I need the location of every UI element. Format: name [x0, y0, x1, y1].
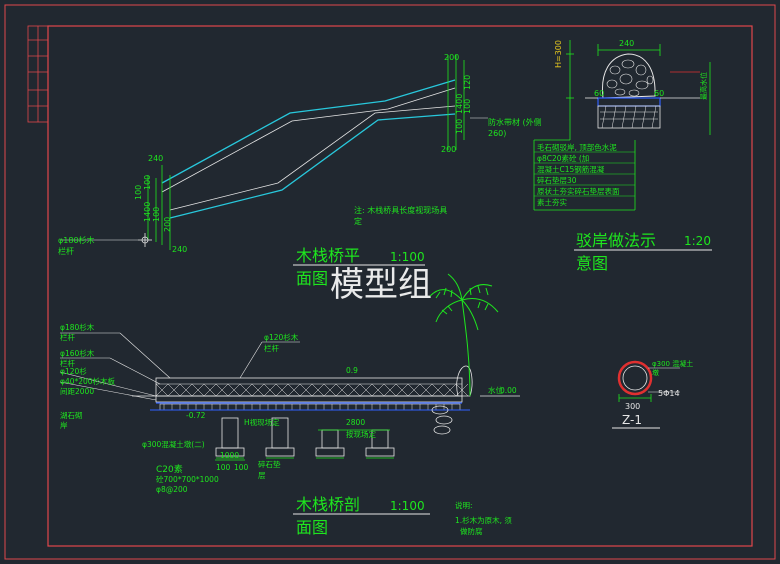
revetment-dim-top: 240	[619, 39, 634, 48]
section-label-water: 水位	[488, 385, 503, 395]
plan-rail-outer	[161, 79, 456, 184]
plan-title-b: 面图	[296, 269, 328, 288]
plan-dim-1400b: 1400	[143, 202, 152, 222]
section-label-4: φ120杉	[60, 366, 87, 376]
section-dim-elev: -0.72	[186, 411, 206, 420]
section-label-h: H视现场定	[244, 417, 280, 427]
section-view: φ180杉木 栏杆 φ160杉木 栏杆 φ120杉 φ40*200杉木板 间距2…	[59, 273, 520, 537]
section-note-1: 做防腐	[460, 526, 483, 536]
section-label-c20b: 砼700*700*1000	[156, 474, 219, 484]
detail-dim-5014: 5Φ14	[658, 389, 680, 398]
section-dim-1000: 1000	[220, 451, 239, 460]
revetment-view: 240 H=300 60 60 最高水位 毛石砌驳岸, 顶部色水泥 φ8C20素…	[533, 39, 712, 273]
revetment-title-a: 驳岸做法示	[576, 231, 656, 250]
revetment-dim-60a: 60	[594, 89, 604, 98]
detail-label2: 墩	[652, 368, 659, 377]
outer-frame	[4, 4, 776, 560]
section-label-water-val: 0.00	[500, 386, 517, 395]
palm-tree	[429, 273, 499, 397]
section-title-a: 木栈桥剖	[296, 495, 360, 514]
section-label-c20c: φ8@200	[156, 485, 188, 494]
section-deck	[155, 395, 463, 403]
plan-label-edge: 防水带材 (外侧	[488, 117, 542, 127]
section-label-1: 栏杆	[60, 332, 75, 342]
section-label-8: 岸	[60, 421, 68, 430]
section-label-stone2: 层	[258, 471, 266, 480]
revetment-title-b: 意图	[576, 254, 608, 273]
section-dim-2800: 2800	[346, 418, 365, 427]
revetment-note-0: 毛石砌驳岸, 顶部色水泥	[537, 142, 617, 152]
revetment-note-2: 混凝土C15钢筋混凝	[537, 164, 605, 174]
pier-ring	[617, 360, 653, 396]
inner-frame	[47, 25, 753, 547]
plan-dim-200b: 200	[441, 145, 456, 154]
section-label-stone: 碎石垫	[258, 459, 281, 469]
section-label-3: 栏杆	[60, 358, 75, 368]
watermark: 模型组	[330, 265, 432, 305]
plan-scale: 1:100	[390, 250, 425, 264]
plan-dim-100a: 100	[463, 99, 472, 114]
section-dim-100a: 100	[216, 463, 231, 472]
section-label-7: 湖石砌	[60, 411, 83, 420]
section-label-2: φ160杉木	[60, 348, 95, 358]
plan-note: 注: 木栈桥具长度视现场具	[354, 205, 447, 215]
revetment-dim-right: 最高水位	[699, 72, 708, 100]
plan-dim-100d: 100	[143, 175, 152, 190]
pier-detail: φ300 混凝土 墩 300 5Φ14 Z-1	[612, 359, 693, 429]
section-notes-title: 说明:	[455, 500, 473, 510]
section-scale: 1:100	[390, 499, 425, 513]
plan-label-post: φ180杉木	[58, 235, 95, 245]
plan-dim-100b: 100	[455, 119, 464, 134]
section-label-top2: 栏杆	[264, 343, 279, 353]
section-label-5: φ40*200杉木板	[60, 376, 116, 386]
detail-title: Z-1	[622, 413, 642, 427]
section-dim-100b: 100	[234, 463, 249, 472]
revetment-note-5: 素土夯实	[537, 197, 567, 207]
section-label-0: φ180杉木	[60, 322, 95, 332]
revetment-note-3: 碎石垫层30	[537, 175, 577, 185]
plan-dim-200a: 200	[444, 53, 459, 62]
plan-dim-120: 120	[463, 75, 472, 90]
plan-dim-1400a: 1400	[455, 94, 464, 114]
section-railing	[155, 377, 463, 397]
plan-title-a: 木栈桥平	[296, 246, 360, 265]
detail-label: φ300 混凝土	[652, 359, 693, 368]
revetment-scale: 1:20	[684, 234, 711, 248]
plan-dim-240b: 240	[172, 245, 187, 254]
plan-rail-inner	[169, 113, 456, 219]
revetment-note-1: φ8C20素砼 (加	[537, 153, 589, 163]
plan-dim-100e: 100	[152, 207, 161, 222]
revetment-stone-outline	[601, 53, 656, 99]
revetment-beam	[597, 97, 661, 107]
section-title-b: 面图	[296, 518, 328, 537]
plan-view: 200 120 1400 100 100 200 240 100 100 140…	[58, 53, 542, 288]
section-label-base: φ300混凝土墩(二)	[142, 439, 205, 449]
title-block-strip	[27, 25, 49, 123]
plan-dim-100c: 100	[134, 185, 143, 200]
revetment-dim-h: H=300	[554, 40, 563, 68]
plan-rail-outer-2	[161, 87, 456, 193]
section-label-mid: 按现场定	[346, 429, 376, 439]
section-label-tree: 0.9	[346, 366, 358, 375]
section-note-0: 1.杉木为原木, 须	[455, 515, 512, 525]
revetment-dim-60b: 60	[654, 89, 664, 98]
plan-rail-inner-2	[169, 105, 456, 211]
plan-note2: 定	[354, 216, 362, 226]
revetment-note-4: 原状土夯实碎石垫层表面	[537, 186, 620, 196]
section-label-c20: C20素	[156, 463, 183, 475]
revetment-base	[597, 105, 661, 129]
detail-dim-300: 300	[625, 402, 640, 411]
plan-dim-240: 240	[148, 154, 163, 163]
plan-label-edge2: 260)	[488, 129, 506, 138]
section-label-top: φ120杉木	[264, 332, 299, 342]
plan-dim-200c: 200	[163, 217, 172, 232]
section-label-6: 间距2000	[60, 387, 94, 396]
plan-label-post2: 栏杆	[58, 246, 74, 256]
section-piers	[215, 417, 395, 457]
